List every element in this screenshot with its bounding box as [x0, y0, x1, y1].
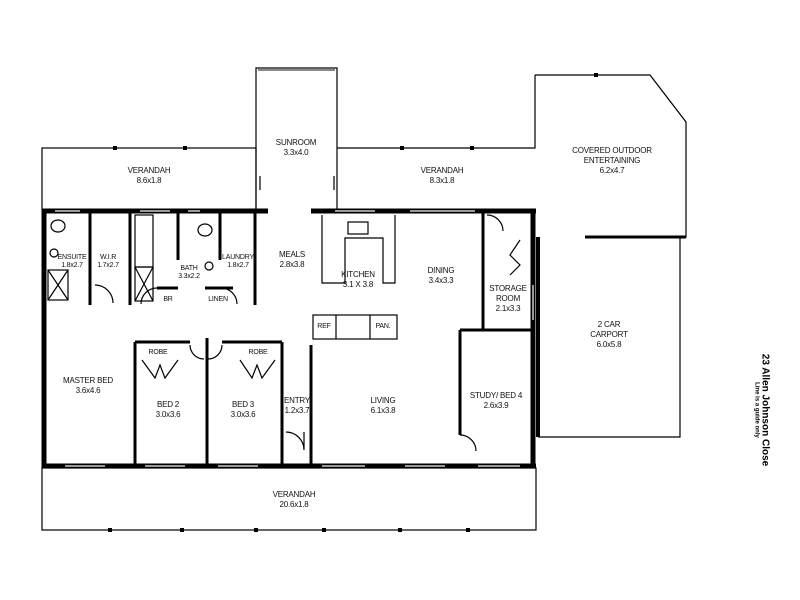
address-text: 23 Allen Johnson Close	[759, 353, 771, 467]
carport-outline	[538, 237, 681, 438]
address-caption: 23 Allen Johnson Close Line is a guide o…	[752, 330, 772, 490]
room-label-br: BR	[163, 296, 173, 303]
room-label-ref: REF	[317, 323, 331, 330]
verandah-east-outline	[337, 75, 536, 149]
sunroom-outline	[255, 67, 338, 210]
room-label-linen: LINEN	[208, 296, 228, 303]
room-label-robe-bed2: ROBE	[148, 349, 168, 356]
room-label-robe-bed3: ROBE	[248, 349, 268, 356]
room-label-pantry: PAN.	[375, 323, 391, 330]
